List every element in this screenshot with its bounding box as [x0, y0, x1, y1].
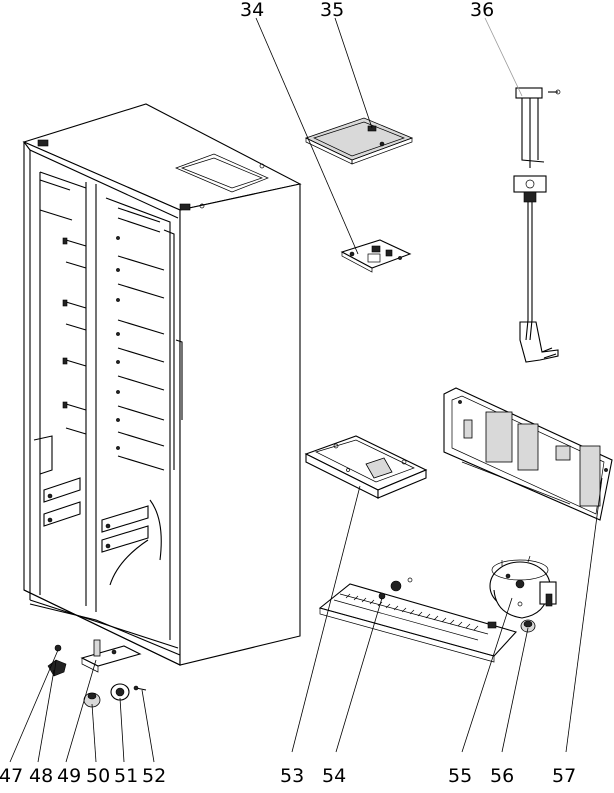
callout-50: 50 — [86, 765, 110, 787]
machine-compartment-cover — [304, 435, 428, 499]
small-parts — [47, 639, 147, 708]
hinge-plates — [43, 477, 162, 586]
leader-lines — [9, 17, 603, 763]
callout-53: 53 — [280, 765, 304, 787]
callout-36: 36 — [470, 0, 494, 21]
callout-47: 47 — [0, 765, 23, 787]
power-cord — [513, 87, 561, 363]
control-board — [340, 239, 412, 273]
ventilation-grid — [463, 411, 601, 507]
compressor — [489, 555, 557, 619]
compressor-grommets — [390, 580, 536, 633]
callout-48: 48 — [29, 765, 53, 787]
callout-56: 56 — [490, 765, 514, 787]
callout-52: 52 — [142, 765, 166, 787]
shelf-rails-right — [116, 207, 183, 471]
callout-49: 49 — [57, 765, 81, 787]
callout-55: 55 — [448, 765, 472, 787]
board-cover — [304, 117, 414, 165]
callout-57: 57 — [552, 765, 576, 787]
vent-slots — [345, 593, 479, 631]
shelf-rails-left — [33, 179, 87, 475]
compressor-base-plate — [318, 577, 518, 663]
callout-labels: 34 35 36 47 48 49 50 51 52 53 54 55 56 5… — [0, 0, 576, 787]
rear-cover-panel — [443, 387, 613, 521]
callout-35: 35 — [320, 0, 344, 21]
cabinet — [22, 103, 302, 666]
callout-34: 34 — [240, 0, 264, 21]
callout-54: 54 — [322, 765, 346, 787]
callout-51: 51 — [114, 765, 138, 787]
